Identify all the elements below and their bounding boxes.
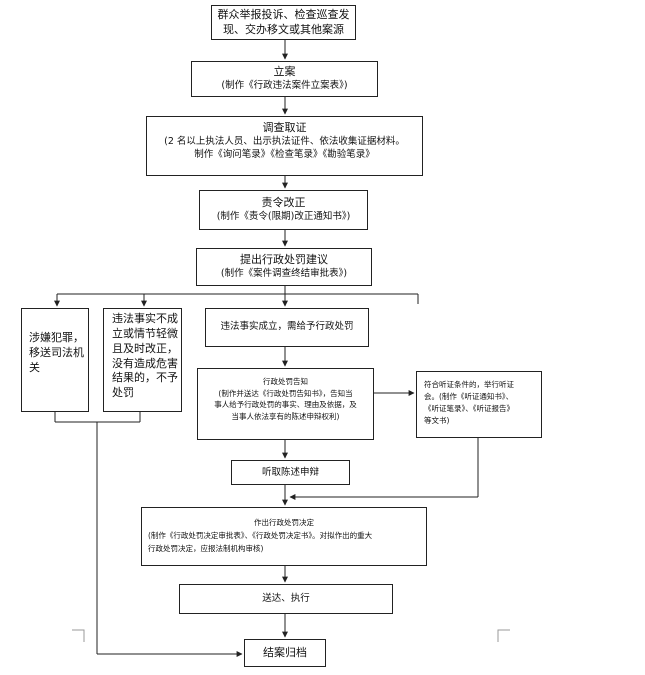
penalty-notice-box: 行政处罚告知 (制作并送达《行政处罚告知书》，告知当 事人给予行政处罚的事实、理…	[197, 368, 374, 440]
no-penalty-line-1: 违法事实不成	[112, 312, 178, 325]
criminal-transfer-line-1: 涉嫌犯罪，	[29, 331, 84, 344]
penalty-notice-line-1: (制作并送达《行政处罚告知书》，告知当	[218, 388, 353, 398]
delivery-box: 送达、执行	[179, 584, 393, 614]
investigation-line-1: (2 名以上执法人员、出示执法证件、依法收集证据材料。	[164, 135, 405, 147]
filing-detail: (制作《行政违法案件立案表》)	[221, 79, 348, 91]
penalty-proposal-box: 提出行政处罚建议 (制作《案件调查终结审批表》)	[196, 248, 372, 286]
no-penalty-line-5: 结果的，不予	[112, 371, 178, 385]
investigation-line-2: 制作《询问笔录》《检查笔录》《勘验笔录》	[194, 148, 375, 160]
penalty-proposal-detail: (制作《案件调查终结审批表》)	[220, 267, 348, 279]
penalty-decision-line-2: 行政处罚决定，应报法制机构审核)	[148, 543, 264, 553]
penalty-needed-box: 违法事实成立，需给予行政处罚	[205, 308, 369, 347]
rectify-title: 责令改正	[261, 196, 306, 209]
no-penalty-line-3: 且及时改正，	[112, 341, 178, 355]
hearing-line-4: 等文书)	[424, 416, 450, 425]
penalty-decision-line-1: (制作《行政处罚决定审批表》、《行政处罚决定书》。对拟作出的重大	[148, 530, 373, 540]
penalty-needed-text: 违法事实成立，需给予行政处罚	[220, 321, 354, 332]
criminal-transfer-line-2: 移送司法机	[29, 345, 84, 359]
penalty-decision-box: 作出行政处罚决定 (制作《行政处罚决定审批表》、《行政处罚决定书》。对拟作出的重…	[141, 507, 427, 566]
hearing-box: 符合听证条件的，举行听证 会。(制作《听证通知书》、 《听证笔录》、《听证报告》…	[416, 371, 542, 438]
no-penalty-line-6: 处罚	[112, 386, 134, 400]
case-closed-text: 结案归档	[263, 646, 307, 659]
rectify-detail: (制作《责令(限期)改正通知书》)	[216, 210, 351, 222]
filing-title: 立案	[273, 65, 296, 78]
penalty-decision-title: 作出行政处罚决定	[254, 518, 314, 527]
criminal-transfer-box: 涉嫌犯罪， 移送司法机 关	[21, 308, 89, 412]
penalty-notice-line-2: 事人给予行政处罚的事实、理由及依据，及	[214, 400, 357, 410]
delivery-text: 送达、执行	[262, 593, 310, 604]
criminal-transfer-line-3: 关	[29, 360, 40, 374]
hearing-line-3: 《听证笔录》、《听证报告》	[424, 404, 514, 413]
no-penalty-line-2: 立或情节轻微	[112, 326, 178, 340]
hearing-line-1: 符合听证条件的，举行听证	[424, 380, 514, 389]
no-penalty-line-4: 没有造成危害	[112, 356, 178, 370]
penalty-notice-line-3: 当事人依法享有的陈述申辩权利)	[231, 411, 340, 421]
statement-box: 听取陈述申辩	[231, 460, 350, 485]
no-penalty-box: 违法事实不成 立或情节轻微 且及时改正， 没有造成危害 结果的，不予 处罚	[103, 308, 182, 412]
rectify-box: 责令改正 (制作《责令(限期)改正通知书》)	[199, 190, 368, 230]
filing-box: 立案 (制作《行政违法案件立案表》)	[191, 61, 378, 97]
case-source-line-1: 群众举报投诉、检查巡查发	[217, 8, 350, 21]
case-source-line-2: 现、交办移文或其他案源	[223, 22, 344, 36]
hearing-line-2: 会。(制作《听证通知书》、	[424, 392, 514, 401]
penalty-proposal-title: 提出行政处罚建议	[240, 253, 328, 266]
statement-text: 听取陈述申辩	[261, 467, 319, 478]
case-closed-box: 结案归档	[244, 639, 326, 667]
investigation-box: 调查取证 (2 名以上执法人员、出示执法证件、依法收集证据材料。 制作《询问笔录…	[146, 116, 423, 176]
case-source-box: 群众举报投诉、检查巡查发 现、交办移文或其他案源	[211, 5, 356, 40]
penalty-notice-title: 行政处罚告知	[263, 377, 308, 386]
investigation-title: 调查取证	[262, 121, 307, 134]
